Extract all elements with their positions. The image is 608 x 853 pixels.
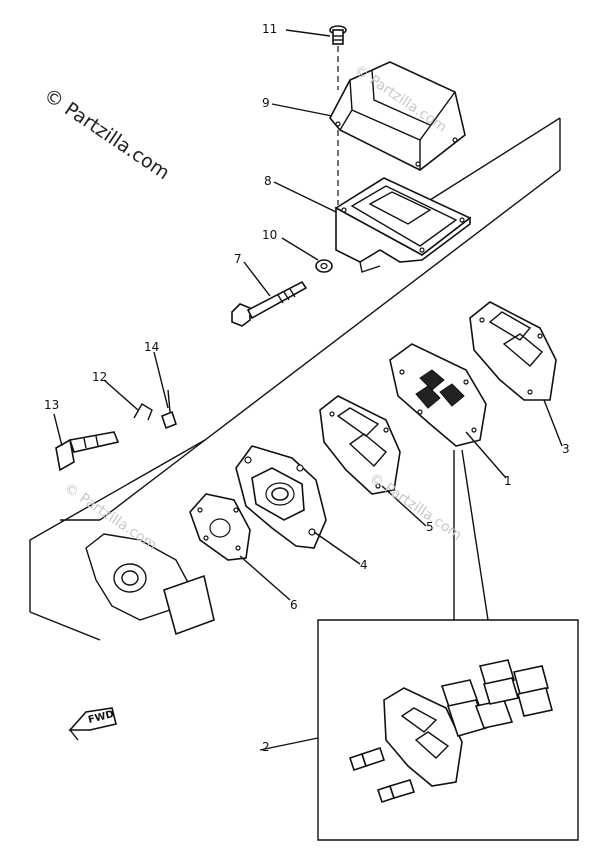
callout-10: 10 [262, 228, 278, 242]
part-4-manifold [235, 445, 327, 549]
callout-8: 8 [264, 174, 272, 188]
part-8-body [334, 130, 472, 273]
callout-11: 11 [262, 22, 278, 36]
part-1-reed-valve [389, 343, 487, 447]
callout-6: 6 [290, 598, 298, 612]
callout-leaders [53, 29, 563, 601]
callout-2: 2 [262, 740, 270, 754]
callout-1: 1 [504, 474, 512, 488]
part-12-clip [133, 403, 153, 421]
fwd-arrow-icon [68, 707, 117, 741]
callout-13: 13 [44, 398, 60, 412]
part-7-bolt [231, 280, 308, 327]
part-5-gasket [319, 395, 401, 495]
part-14-bracket [161, 389, 177, 430]
callout-14: 14 [144, 340, 160, 354]
callout-7: 7 [234, 252, 242, 266]
part-9-cover [329, 61, 466, 171]
part-3-gasket [469, 301, 557, 401]
part-11-screw [329, 25, 347, 90]
detail-box [259, 449, 579, 841]
part-6-gasket [189, 493, 251, 561]
carburetor-outline [85, 533, 215, 636]
callout-4: 4 [360, 558, 368, 572]
part-13-key [55, 431, 120, 472]
callout-9: 9 [262, 96, 270, 110]
assembly-outline [29, 117, 561, 641]
callout-12: 12 [92, 370, 108, 384]
callout-5: 5 [426, 520, 434, 534]
callout-3: 3 [562, 442, 570, 456]
part-10-grommet [315, 259, 333, 273]
